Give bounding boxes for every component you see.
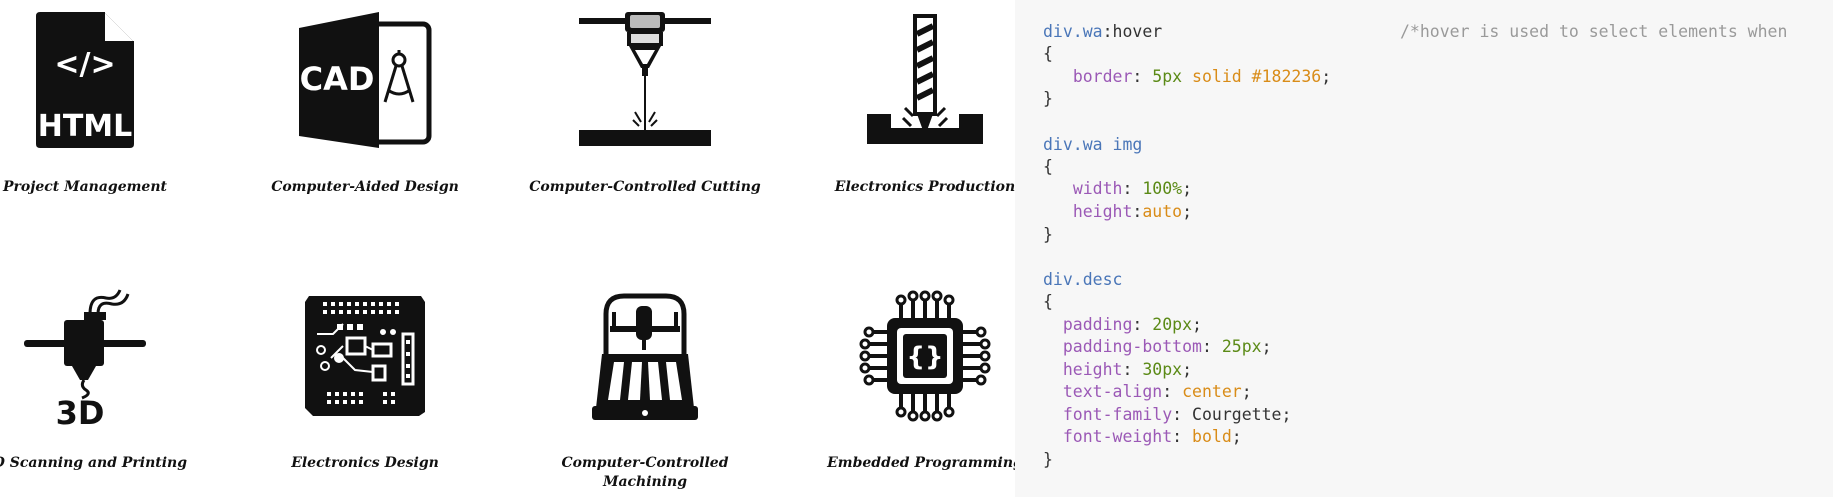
code-brace: } — [1043, 225, 1053, 244]
code-selector: div.wa — [1043, 22, 1103, 41]
code-line: div.wa:hover — [1043, 21, 1162, 43]
svg-text:HTML: HTML — [38, 109, 133, 144]
tile-electronics-production[interactable]: Electronics Production — [790, 0, 1060, 220]
cnc-machine-icon — [510, 290, 780, 422]
code-number: 100% — [1142, 179, 1183, 198]
circuit-board-icon — [230, 294, 500, 418]
code-number: 30px — [1142, 360, 1183, 379]
code-line: text-align: center; — [1062, 382, 1252, 401]
tile-label: Electronics Design — [291, 455, 439, 471]
code-brace: { — [1043, 44, 1053, 63]
code-number: 5px — [1152, 67, 1183, 86]
code-line: padding: 20px; — [1062, 315, 1202, 334]
tile-label-line2: Machining — [602, 474, 688, 490]
html-file-icon: </> HTML — [0, 10, 220, 150]
code-line: border: 5px solid #182236; — [1072, 67, 1332, 86]
code-property: padding — [1062, 315, 1133, 334]
tile-computer-controlled-machining[interactable]: Computer-Controlled Machining — [510, 276, 780, 496]
code-line: div.desc — [1043, 269, 1122, 291]
cad-file-icon: CAD — [230, 10, 500, 150]
tile-computer-controlled-cutting[interactable]: Computer-Controlled Cutting — [510, 0, 780, 220]
code-brace: { — [1043, 157, 1053, 176]
code-property: font-weight — [1062, 427, 1173, 446]
code-brace: { — [1043, 292, 1053, 311]
tile-label: Computer-Controlled Machining — [510, 454, 780, 492]
code-line: font-family: Courgette; — [1062, 405, 1292, 424]
code-line: div.wa img — [1043, 134, 1142, 156]
code-comment: /*hover is used to select elements when — [1400, 22, 1788, 41]
tile-label: Project Management — [3, 179, 167, 195]
svg-text:</>: </> — [54, 47, 115, 82]
tile-label: 3D Scanning and Printing — [0, 455, 188, 471]
code-property: height — [1062, 360, 1123, 379]
code-property: border — [1072, 67, 1133, 86]
code-property: font-family — [1062, 405, 1173, 424]
tile-embedded-programming[interactable]: {} Embedded Programming — [790, 276, 1060, 496]
tile-computer-aided-design[interactable]: CAD Computer-Aided Design — [230, 0, 500, 220]
code-line: height: 30px; — [1062, 360, 1193, 379]
tile-label: Embedded Programming — [827, 455, 1023, 471]
code-line: width: 100%; — [1072, 179, 1193, 198]
code-number: 20px — [1152, 315, 1193, 334]
svg-text:3D: 3D — [56, 394, 105, 426]
code-selector: div.desc — [1043, 270, 1123, 289]
code-line: font-weight: bold; — [1062, 427, 1242, 446]
tile-label-line1: Computer-Controlled — [561, 455, 729, 471]
code-keyword: solid #182236 — [1192, 67, 1322, 86]
3d-printer-icon: 3D — [0, 286, 220, 426]
code-keyword: auto — [1142, 202, 1183, 221]
code-property: width — [1072, 179, 1123, 198]
code-number: 25px — [1221, 337, 1262, 356]
tile-label: Computer-Controlled Cutting — [529, 179, 761, 195]
tile-label: Electronics Production — [834, 179, 1016, 195]
code-pseudo: :hover — [1102, 22, 1163, 41]
code-property: height — [1072, 202, 1133, 221]
css-code-panel: div.wa:hover /*hover is used to select e… — [1015, 0, 1833, 497]
code-keyword: center — [1182, 382, 1242, 401]
tile-project-management[interactable]: </> HTML Project Management — [0, 0, 220, 220]
code-brace: } — [1043, 89, 1053, 108]
svg-text:{}: {} — [906, 342, 943, 372]
code-selector: div.wa img — [1043, 135, 1143, 154]
code-line: padding-bottom: 25px; — [1062, 337, 1272, 356]
tile-label: Computer-Aided Design — [271, 179, 459, 195]
code-property: padding-bottom — [1062, 337, 1202, 356]
laser-cutter-icon — [510, 12, 780, 148]
microchip-icon: {} — [790, 290, 1060, 422]
code-value: Courgette — [1192, 405, 1282, 424]
tile-electronics-design[interactable]: Electronics Design — [230, 276, 500, 496]
code-keyword: bold — [1192, 427, 1232, 446]
code-line: height:auto; — [1072, 202, 1193, 221]
svg-text:CAD: CAD — [300, 60, 375, 98]
module-gallery: </> HTML Project Management CAD Computer… — [0, 0, 1023, 496]
code-brace: } — [1043, 450, 1053, 469]
tile-3d-scanning-printing[interactable]: 3D 3D Scanning and Printing — [0, 276, 220, 496]
code-property: text-align — [1062, 382, 1163, 401]
drill-milling-icon — [790, 14, 1060, 144]
